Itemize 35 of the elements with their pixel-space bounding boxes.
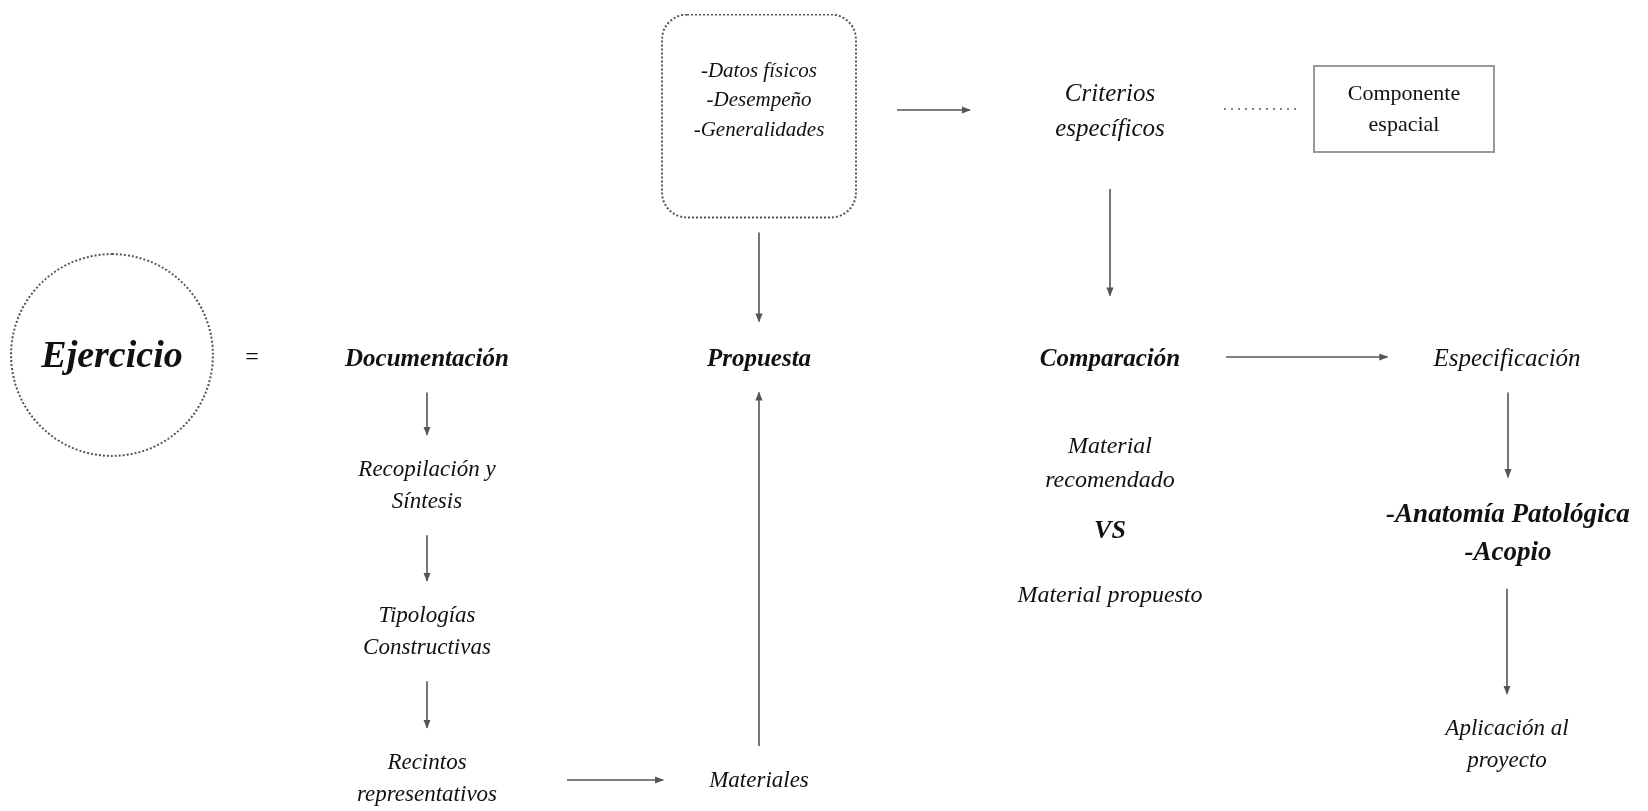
- arrow: [1503, 588, 1511, 695]
- arrow: [1225, 353, 1389, 361]
- node-text: Criterios específicos: [1010, 71, 1210, 149]
- node-text: Ejercicio: [41, 332, 183, 378]
- arrow: [566, 776, 665, 784]
- node-text: Materiales: [703, 759, 815, 801]
- arrow: [755, 231, 763, 323]
- arrow: [896, 106, 971, 114]
- node-text: -Desempeño: [705, 85, 813, 113]
- node-text: -Datos físicos: [699, 56, 819, 84]
- node-text: Recintos representativos: [327, 741, 527, 811]
- node-text: Documentación: [339, 335, 515, 379]
- text-label: Material propuesto: [1016, 580, 1204, 610]
- arrow: [755, 391, 763, 747]
- node-text: -Acopio: [1463, 535, 1553, 568]
- node-text: -Generalidades: [692, 115, 826, 143]
- node-text: Recopilación y Síntesis: [327, 448, 527, 522]
- node-text: Propuesta: [700, 335, 818, 379]
- node-text: Comparación: [1033, 335, 1187, 379]
- arrow: [423, 680, 431, 729]
- dotted-rounded-box: [661, 13, 857, 219]
- dotted-circle: [10, 253, 214, 457]
- arrow: [1106, 188, 1114, 297]
- node-text: Tipologías Constructivas: [327, 594, 527, 668]
- arrow: [1504, 391, 1512, 479]
- text-label: =: [244, 342, 260, 372]
- node-text: -Anatomía Patológica: [1386, 497, 1630, 531]
- text-label: Material recomendado: [1044, 431, 1176, 494]
- arrow: [423, 534, 431, 582]
- rectangle-box: [1313, 65, 1495, 153]
- node-text: Especificación: [1427, 335, 1587, 379]
- node-text: Aplicación al proyecto: [1407, 707, 1607, 781]
- box-label: Componente espacial: [1346, 79, 1462, 138]
- arrow: [423, 391, 431, 436]
- text-label: VS: [1093, 513, 1127, 546]
